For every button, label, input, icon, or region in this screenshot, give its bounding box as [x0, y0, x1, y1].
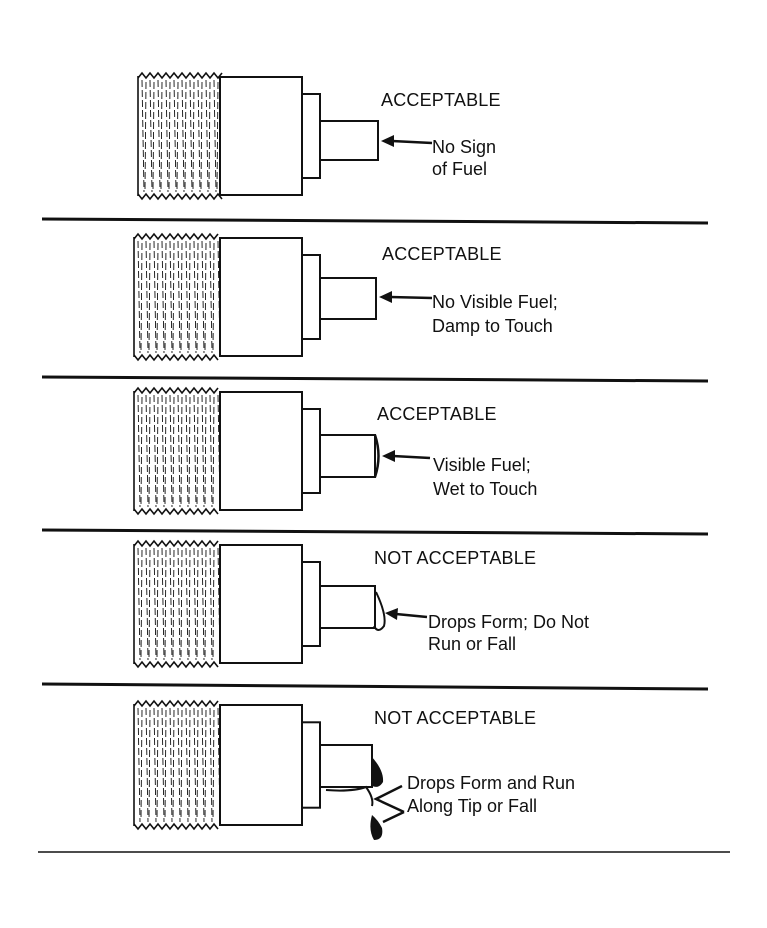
thread-crest-bottom — [133, 660, 219, 669]
note-line-1: No Sign — [432, 137, 496, 157]
thread-crest-top — [137, 71, 223, 80]
injector-collar — [301, 93, 321, 179]
arrow-head — [381, 135, 394, 147]
status-label: NOT ACCEPTABLE — [374, 548, 536, 568]
arrow-head — [382, 450, 395, 462]
note-line-1: No Visible Fuel; — [432, 292, 558, 312]
fuel-drop-on-tip — [371, 756, 384, 787]
injector-collar — [301, 408, 321, 494]
injector-body — [133, 539, 321, 669]
thread-crest-bottom — [133, 507, 219, 516]
injector-body — [133, 232, 321, 362]
pointer-arrow — [389, 295, 433, 300]
injector-housing — [219, 391, 303, 511]
thread-crest-bottom — [137, 192, 223, 201]
thread-crest-bottom — [133, 822, 219, 831]
thread-crest-top — [133, 386, 219, 395]
pointer-arrow — [391, 139, 433, 145]
status-label: NOT ACCEPTABLE — [374, 708, 536, 728]
note-line-2: of Fuel — [432, 159, 487, 179]
injector-collar — [301, 721, 321, 809]
injector-body — [137, 71, 321, 201]
note-line-2: Run or Fall — [428, 634, 516, 654]
injector-tip — [320, 744, 373, 788]
injector-housing — [219, 76, 303, 196]
panel-4: NOT ACCEPTABLE Drops Form; Do Not Run or… — [133, 539, 589, 669]
panel-3: ACCEPTABLE Visible Fuel; Wet to Touch — [133, 386, 537, 516]
note-line-1: Drops Form; Do Not — [428, 612, 589, 632]
separator-lines — [38, 217, 730, 853]
note-line-2: Along Tip or Fall — [407, 796, 537, 816]
panel-2: ACCEPTABLE No Visible Fuel; Damp to Touc… — [133, 232, 558, 362]
separator-1 — [41, 217, 709, 225]
thread-crest-top — [133, 232, 219, 241]
thread-hatching — [137, 547, 223, 661]
injector-tip — [320, 120, 379, 161]
status-label: ACCEPTABLE — [381, 90, 501, 110]
thread-hatching — [137, 394, 223, 508]
panel-1: ACCEPTABLE No Sign of Fuel — [137, 71, 501, 201]
injector-body — [133, 386, 321, 516]
injector-collar — [301, 561, 321, 647]
status-label: ACCEPTABLE — [382, 244, 502, 264]
arrow-head — [385, 608, 398, 620]
injector-tip — [320, 585, 376, 629]
note-line-2: Wet to Touch — [433, 479, 537, 499]
injector-tip — [320, 434, 376, 478]
separator-3 — [41, 528, 709, 536]
note-line-2: Damp to Touch — [432, 316, 553, 336]
pointer-arrow — [395, 612, 428, 619]
injector-housing — [219, 544, 303, 664]
thread-crest-top — [133, 539, 219, 548]
fuel-run-along-tip — [325, 785, 374, 807]
pointer-arrow-upper — [373, 784, 405, 814]
thread-hatching — [137, 240, 223, 354]
fuel-drop — [373, 591, 386, 631]
injector-body — [133, 699, 321, 831]
status-label: ACCEPTABLE — [377, 404, 497, 424]
thread-hatching — [141, 79, 219, 193]
injector-collar — [301, 254, 321, 340]
thread-hatching — [137, 707, 223, 823]
arrow-head — [379, 291, 392, 303]
separator-2 — [41, 375, 709, 383]
wet-tip-film — [373, 434, 380, 478]
note-line-1: Drops Form and Run — [407, 773, 575, 793]
thread-crest-bottom — [133, 353, 219, 362]
pointer-arrow — [392, 454, 431, 460]
injector-housing — [219, 237, 303, 357]
note-line-1: Visible Fuel; — [433, 455, 531, 475]
injector-tip — [320, 277, 377, 320]
separator-4 — [41, 682, 709, 691]
injector-housing — [219, 704, 303, 826]
pointer-arrow-lower — [382, 810, 405, 824]
thread-crest-top — [133, 699, 219, 708]
falling-fuel-drop — [370, 815, 383, 840]
panel-5: NOT ACCEPTABLE Drops Form and Run Along … — [133, 699, 575, 840]
